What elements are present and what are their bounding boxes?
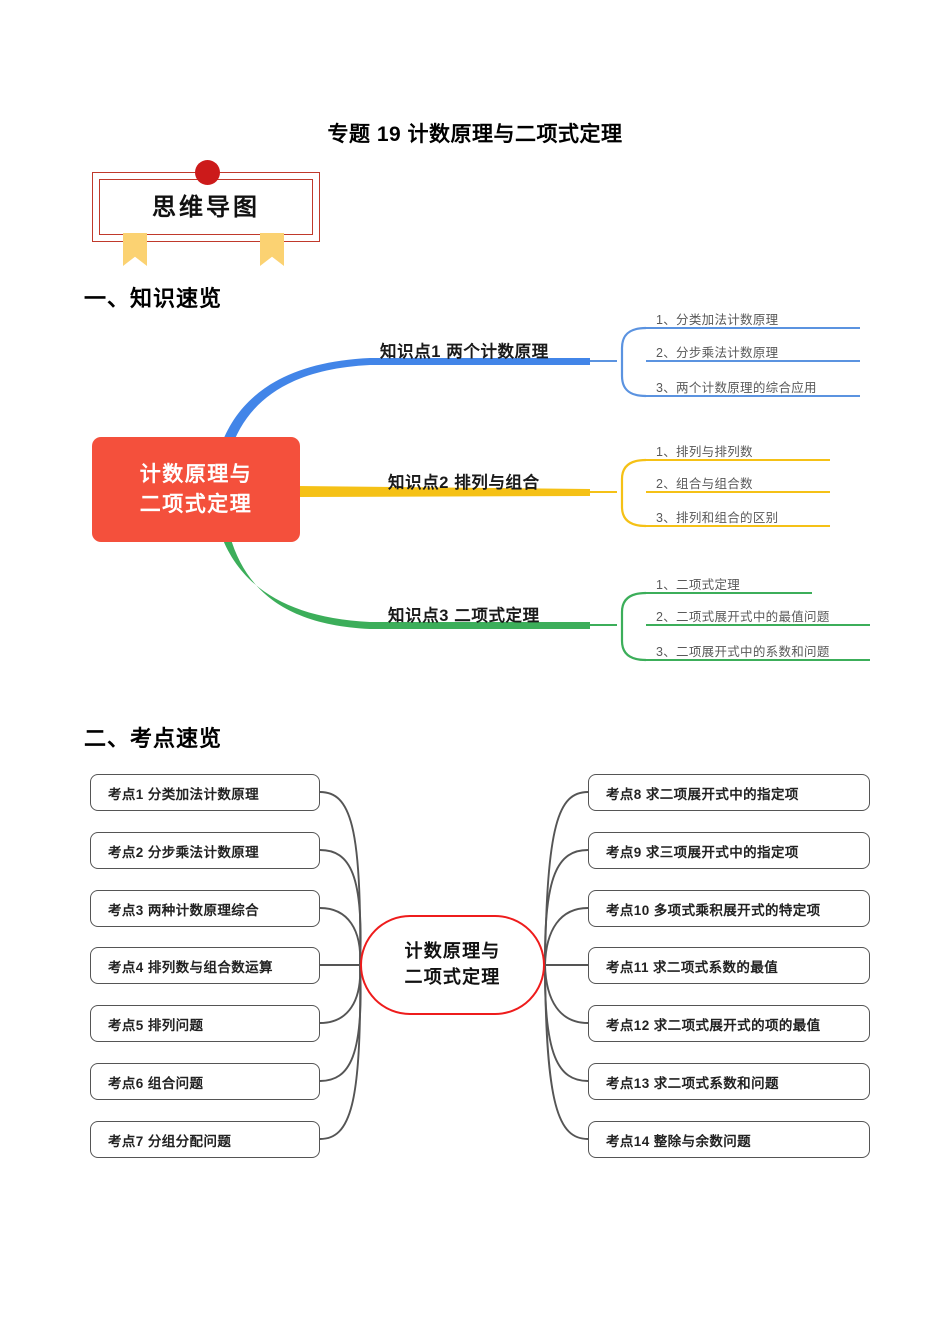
branch-2-subitem-2: 2、组合与组合数 [656,477,753,491]
knowledge-map-connectors [220,326,870,662]
subitem-connector-yellow [590,458,830,528]
exam-box-left-3[interactable]: 考点3 两种计数原理综合 [90,890,320,927]
exam-box-right-1[interactable]: 考点8 求二项展开式中的指定项 [588,774,870,811]
page-title: 专题 19 计数原理与二项式定理 [327,123,623,146]
mind-map-badge: 思维导图 [92,160,320,266]
exam-connector-right-3 [544,907,589,966]
knowledge-mind-map: 计数原理与 二项式定理 知识点1 两个计数原理 1、分类加法计数原理 2、分步乘… [70,300,890,690]
exam-connector-left-2 [319,849,362,966]
exam-center-line2: 二项式定理 [404,967,501,987]
section-heading-knowledge: 一、知识速览 [84,286,223,311]
exam-box-left-2[interactable]: 考点2 分步乘法计数原理 [90,832,320,869]
exam-center-line1: 计数原理与 [404,941,501,962]
branch-2-subitem-1: 1、排列与排列数 [656,445,753,459]
knowledge-center-line2: 二项式定理 [139,492,253,516]
exam-box-right-3[interactable]: 考点10 多项式乘积展开式的特定项 [588,890,870,927]
branch-3-subitem-3: 3、二项展开式中的系数和问题 [656,645,830,659]
exam-box-right-6[interactable]: 考点13 求二项式系数和问题 [588,1063,870,1100]
ribbon-left-icon [123,233,147,266]
branch-3-subitem-2: 2、二项式展开式中的最值问题 [656,610,830,624]
exam-point-map: 考点1 分类加法计数原理 考点2 分步乘法计数原理 考点3 两种计数原理综合 考… [70,765,890,1170]
branch-label-3: 知识点3 二项式定理 [388,607,540,625]
exam-box-right-2[interactable]: 考点9 求三项展开式中的指定项 [588,832,870,869]
exam-center-node: 计数原理与 二项式定理 [360,915,545,1015]
subitem-connector-blue [590,326,860,398]
branch-1-subitem-3: 3、两个计数原理的综合应用 [656,381,817,395]
branch-1-subitem-1: 1、分类加法计数原理 [656,313,779,327]
knowledge-center-node: 计数原理与 二项式定理 [92,437,300,542]
exam-box-left-6[interactable]: 考点6 组合问题 [90,1063,320,1100]
knowledge-center-line1: 计数原理与 [139,462,253,486]
exam-connector-left-7 [319,964,362,1140]
branch-label-2: 知识点2 排列与组合 [388,474,540,492]
exam-box-right-5[interactable]: 考点12 求二项式展开式的项的最值 [588,1005,870,1042]
exam-connector-right-5 [544,964,589,1024]
branch-label-1: 知识点1 两个计数原理 [380,343,549,361]
exam-connector-left-5 [319,964,362,1024]
exam-connector-left-3 [319,907,362,966]
exam-box-right-7[interactable]: 考点14 整除与余数问题 [588,1121,870,1158]
branch-1-subitem-2: 2、分步乘法计数原理 [656,346,779,360]
badge-label: 思维导图 [152,194,260,221]
subitem-connector-green [590,591,870,662]
exam-connector-right-1 [544,791,589,966]
branch-curve-yellow [298,486,590,497]
exam-box-left-7[interactable]: 考点7 分组分配问题 [90,1121,320,1158]
branch-3-subitem-1: 1、二项式定理 [656,578,741,592]
exam-connector-right-7 [544,964,589,1140]
exam-box-left-4[interactable]: 考点4 排列数与组合数运算 [90,947,320,984]
exam-connector-right-2 [544,849,589,966]
branch-2-subitem-3: 3、排列和组合的区别 [656,511,779,525]
badge-dot-icon [195,160,220,185]
exam-box-left-5[interactable]: 考点5 排列问题 [90,1005,320,1042]
exam-box-right-4[interactable]: 考点11 求二项式系数的最值 [588,947,870,984]
section-heading-exam: 二、考点速览 [84,726,223,751]
ribbon-right-icon [260,233,284,266]
exam-box-left-1[interactable]: 考点1 分类加法计数原理 [90,774,320,811]
